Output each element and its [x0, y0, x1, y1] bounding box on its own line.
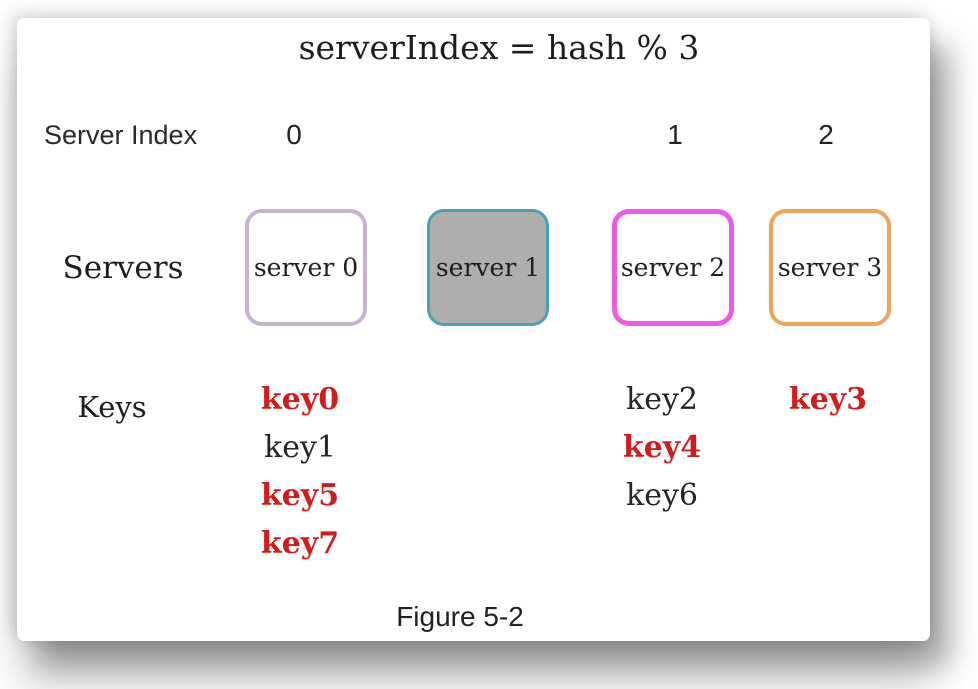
key-column-server0: key0 key1 key5 key7: [225, 376, 375, 568]
key-item: key7: [260, 526, 340, 561]
server-index-row-label: Server Index: [44, 120, 198, 150]
figure-caption: Figure 5-2: [396, 601, 524, 632]
server-box-1: server 1: [427, 209, 549, 326]
server-index-value-0: 0: [286, 119, 302, 150]
server-index-value-1: 1: [667, 119, 683, 150]
server-box-0: server 0: [245, 209, 367, 326]
key-item: key2: [626, 382, 698, 417]
server-box-3: server 3: [769, 209, 891, 326]
key-item: key1: [264, 430, 336, 465]
server-box-label: server 3: [777, 253, 883, 282]
server-box-label: server 2: [620, 253, 726, 282]
key-item: key4: [622, 430, 702, 465]
key-item: key6: [626, 478, 698, 513]
server-index-value-2: 2: [818, 119, 834, 150]
figure-title: serverIndex = hash % 3: [298, 28, 700, 67]
key-item: key5: [260, 478, 340, 513]
figure-card: serverIndex = hash % 3 Server Index 0 1 …: [17, 18, 930, 641]
key-column-server2: key2 key4 key6: [587, 376, 737, 520]
server-box-2: server 2: [612, 209, 734, 326]
keys-row-label: Keys: [77, 390, 147, 424]
server-box-label: server 0: [253, 253, 359, 282]
servers-row-label: Servers: [62, 250, 184, 286]
server-box-label: server 1: [435, 253, 541, 282]
key-item: key3: [788, 382, 868, 417]
key-column-server3: key3: [753, 376, 903, 424]
key-item: key0: [260, 382, 340, 417]
